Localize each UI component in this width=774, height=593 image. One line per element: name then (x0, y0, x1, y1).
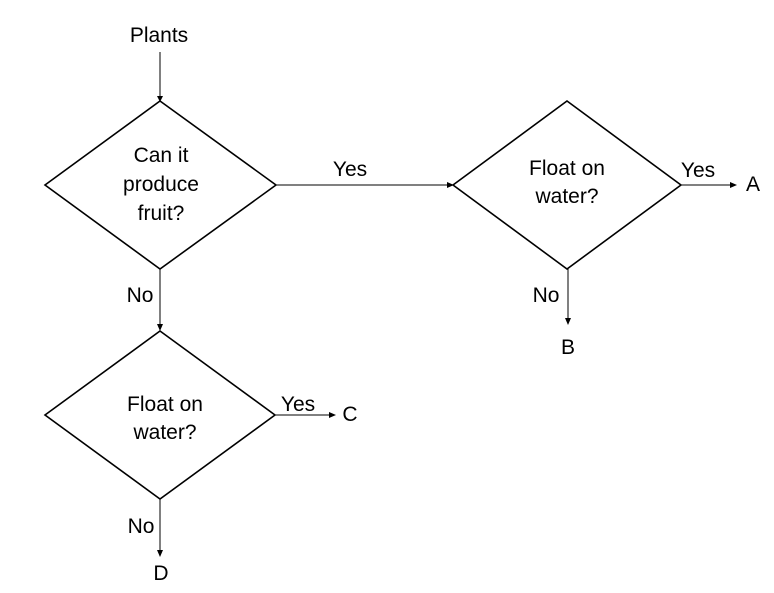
edge-label-right-no: No (533, 284, 560, 307)
outcome-a: A (746, 173, 760, 196)
decision-float-left-line-2: water? (132, 421, 196, 444)
edge-label-left-yes: Yes (281, 393, 315, 416)
decision-fruit-line-1: Can it (134, 144, 189, 167)
arrowhead-right-no (565, 318, 571, 325)
outcome-b: B (561, 336, 575, 359)
decision-float-right (451, 100, 683, 270)
decision-fruit-line-3: fruit? (138, 202, 185, 225)
arrowhead-fruit-no (157, 324, 163, 331)
arrowhead-right-yes (730, 182, 737, 188)
edge-label-right-yes: Yes (681, 159, 715, 182)
arrowhead-left-no (157, 550, 163, 557)
start-label: Plants (130, 24, 188, 47)
decision-float-right-line-2: water? (534, 185, 598, 208)
edge-label-fruit-yes: Yes (333, 158, 367, 181)
outcome-d: D (153, 562, 168, 585)
arrowhead-fruit-yes (447, 182, 454, 188)
outcome-c: C (342, 403, 357, 426)
decision-float-left-line-1: Float on (127, 393, 203, 416)
arrowhead-left-yes (329, 412, 336, 418)
edge-label-left-no: No (128, 515, 155, 538)
decision-float-right-line-1: Float on (529, 157, 605, 180)
edge-label-fruit-no: No (127, 284, 154, 307)
decision-fruit-line-2: produce (123, 173, 199, 196)
arrowhead-start (157, 96, 163, 102)
